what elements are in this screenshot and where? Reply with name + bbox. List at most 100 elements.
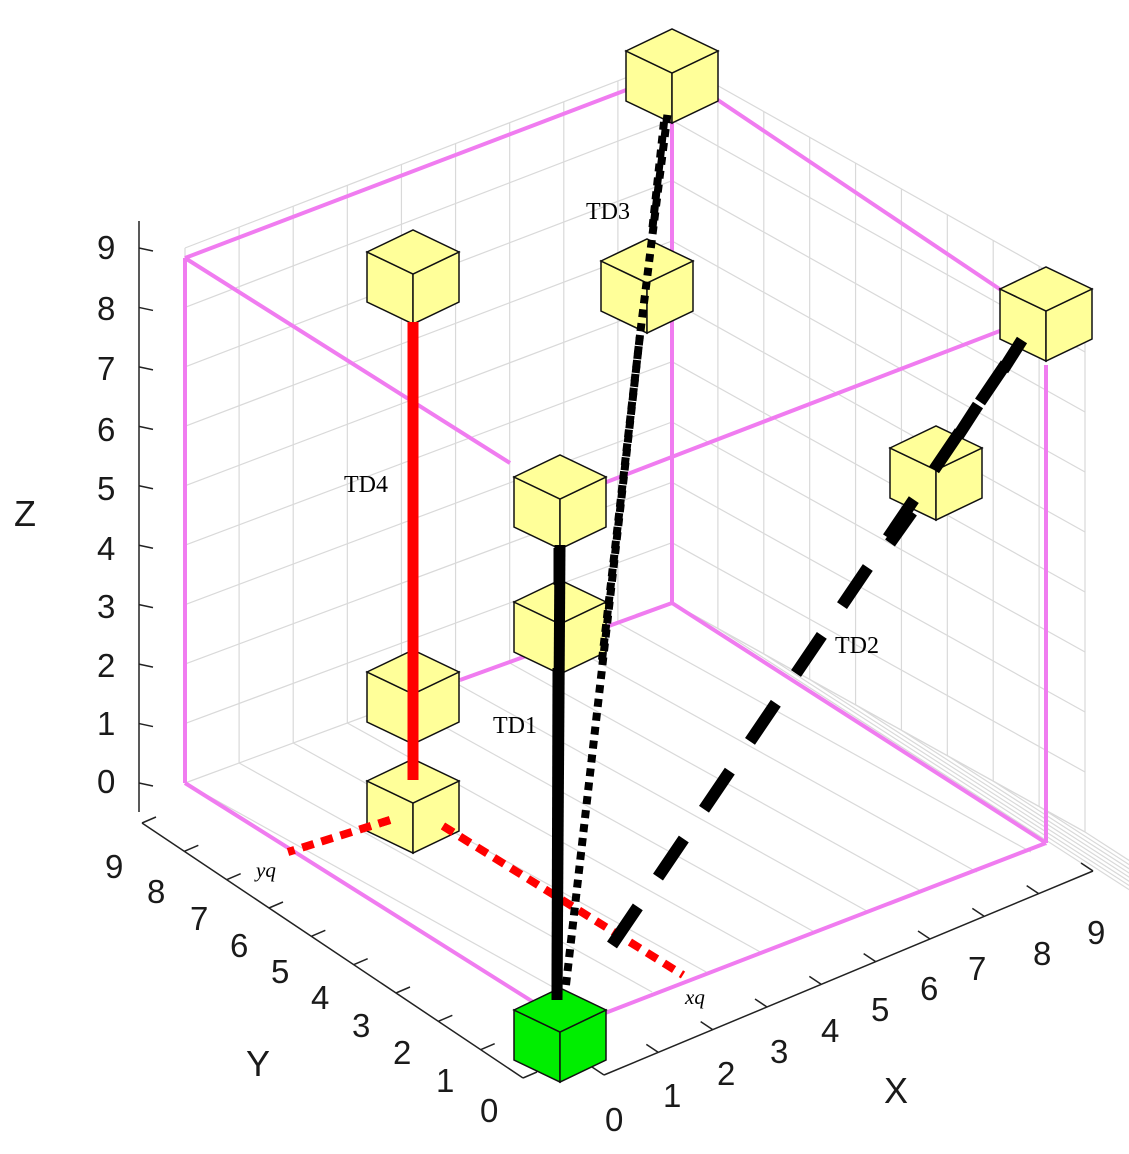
x-tick xyxy=(645,1043,659,1053)
td2-label: TD2 xyxy=(835,633,879,659)
grid-line xyxy=(947,755,1129,874)
y-tick xyxy=(184,844,199,853)
boundary-edge xyxy=(692,82,1006,294)
grid-line xyxy=(671,481,1086,713)
y-tick-label: 1 xyxy=(436,1062,454,1099)
x-tick xyxy=(808,975,822,985)
origin-cube xyxy=(512,987,608,1084)
cube-face xyxy=(998,266,1094,312)
projection-line-front xyxy=(366,816,392,831)
x-tick-label: 7 xyxy=(968,950,986,987)
x-tick-label: 1 xyxy=(663,1077,681,1114)
x-tick-label: 2 xyxy=(717,1055,735,1092)
boundary-edge xyxy=(599,841,1047,1017)
y-tick-label: 8 xyxy=(147,873,165,910)
y-tick xyxy=(438,1014,453,1023)
grid-line xyxy=(184,59,673,249)
node-cube xyxy=(365,758,461,855)
cube-face xyxy=(365,758,461,804)
y-tick xyxy=(395,986,411,994)
td1-path-front xyxy=(551,667,564,1001)
node-cube xyxy=(512,454,608,551)
tick-labels: 0 1 2 3 4 5 6 7 8 9 0 1 2 3 4 5 6 7 8 9 … xyxy=(97,229,1105,1138)
tick-marks xyxy=(138,247,1094,1079)
y-axis-title: Y xyxy=(246,1043,270,1084)
grid-line xyxy=(455,682,869,913)
z-tick xyxy=(138,485,154,490)
z-tick-label: 7 xyxy=(97,350,115,387)
z-tick xyxy=(138,663,154,668)
node-cube xyxy=(365,229,461,326)
y-tick-labels: 0 1 2 3 4 5 6 7 8 9 xyxy=(105,848,498,1129)
grid-line xyxy=(671,361,1086,593)
x-tick xyxy=(917,930,931,940)
grid-line xyxy=(1038,806,1129,866)
x-tick-label: 4 xyxy=(821,1012,839,1049)
boundary-edge xyxy=(670,601,1048,845)
x-tick-label: 3 xyxy=(770,1033,788,1070)
grid-line xyxy=(617,622,1032,853)
x-tick xyxy=(971,907,985,917)
y-tick xyxy=(141,816,157,824)
td2-path xyxy=(607,336,1027,949)
td1-label: TD1 xyxy=(493,713,537,739)
grid-line xyxy=(671,300,1086,533)
node-cube xyxy=(998,266,1094,363)
grid-line xyxy=(238,762,653,993)
boundary-box xyxy=(183,82,1048,1019)
grid-line xyxy=(901,729,1129,878)
x-tick xyxy=(700,1021,714,1031)
grid-line xyxy=(671,421,1086,653)
x-tick xyxy=(591,1066,605,1076)
z-tick xyxy=(138,425,154,431)
grid-line xyxy=(184,300,673,487)
y-tick-label: 4 xyxy=(311,979,329,1016)
z-tick-label: 4 xyxy=(97,530,115,567)
td4-label: TD4 xyxy=(344,472,388,498)
grid-line xyxy=(763,653,1129,891)
y-tick-label: 9 xyxy=(105,848,123,885)
grid-line xyxy=(855,704,1129,882)
z-tick-label: 8 xyxy=(97,290,115,327)
y-tick xyxy=(268,901,284,909)
cube-face xyxy=(365,229,461,275)
z-tick-label: 3 xyxy=(97,588,115,625)
x-tick xyxy=(1026,885,1040,895)
y-tick-label: 7 xyxy=(190,900,208,937)
z-tick xyxy=(138,603,154,609)
x-tick-label: 6 xyxy=(920,970,938,1007)
x-tick-label: 8 xyxy=(1033,935,1051,972)
grid-line xyxy=(184,421,673,606)
x-axis-title: X xyxy=(884,1070,908,1111)
z-tick-label: 0 xyxy=(97,763,115,800)
paths xyxy=(286,109,1028,1001)
z-tick xyxy=(138,306,154,312)
z-tick-label: 9 xyxy=(97,229,115,266)
z-tick-labels: 0 1 2 3 4 5 6 7 8 9 xyxy=(97,229,115,800)
cube-face xyxy=(512,987,608,1033)
x-axis-line xyxy=(603,870,1094,1076)
grid-line xyxy=(671,180,1086,413)
y-tick-label: 6 xyxy=(230,927,248,964)
cube-face xyxy=(512,454,608,500)
y-tick xyxy=(480,1042,495,1051)
projection-line-front xyxy=(440,822,473,847)
td3-path-front xyxy=(648,121,668,233)
y-tick-label: 5 xyxy=(271,953,289,990)
grid-line xyxy=(717,627,1094,871)
x-tick-labels: 0 1 2 3 4 5 6 7 8 9 xyxy=(605,914,1105,1138)
z-tick-label: 2 xyxy=(97,647,115,684)
y-tick xyxy=(353,957,368,966)
td2-path-front xyxy=(885,508,917,547)
z-tick xyxy=(138,782,154,787)
x-tick-label: 0 xyxy=(605,1101,623,1138)
y-tick xyxy=(311,929,326,938)
grid-line xyxy=(184,361,673,546)
x-tick-label: 9 xyxy=(1087,914,1105,951)
grid-line xyxy=(401,702,815,933)
z-tick xyxy=(138,366,154,371)
boundary-edge xyxy=(184,82,643,260)
grid-line xyxy=(563,642,978,873)
